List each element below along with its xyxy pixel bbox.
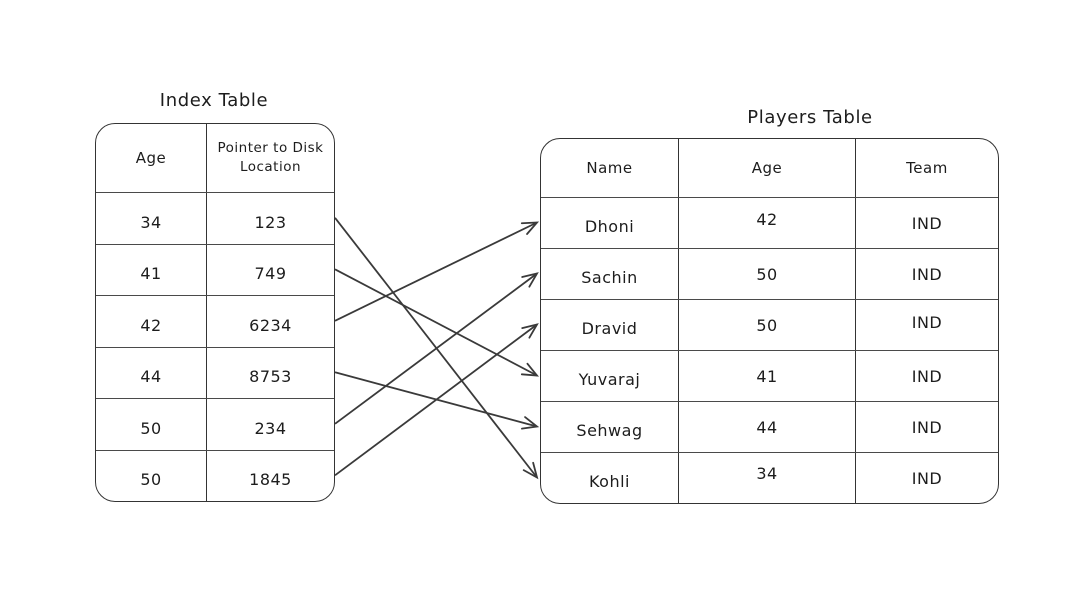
players-table-row: Kohli 34 IND [541, 452, 998, 503]
players-table-row: Yuvaraj 41 IND [541, 350, 998, 401]
players-table-row: Dhoni 42 IND [541, 197, 998, 248]
player-age-cell: 42 [678, 198, 855, 248]
player-team-cell: IND [855, 402, 998, 452]
player-team-cell: IND [855, 249, 998, 299]
index-table-row: 41 749 [96, 243, 334, 295]
players-table-row: Sehwag 44 IND [541, 401, 998, 452]
pointer-arrow [334, 221, 540, 322]
index-pointer-cell: 234 [206, 399, 334, 450]
index-age-cell: 42 [140, 315, 162, 335]
player-name-cell: Sachin [581, 267, 638, 287]
player-name-cell: Dravid [581, 318, 638, 338]
players-column-header-name: Name [586, 159, 633, 177]
index-pointer-cell: 1845 [206, 450, 334, 501]
pointer-arrow [334, 272, 539, 425]
players-table-header: Name Age Team [541, 139, 998, 197]
player-age-cell: 50 [678, 300, 855, 350]
player-team-cell: IND [855, 351, 998, 401]
index-table-row: 42 6234 [96, 295, 334, 347]
player-name-cell: Sehwag [576, 420, 643, 440]
index-pointer-cell: 6234 [206, 296, 334, 347]
index-age-cell: 41 [140, 264, 162, 284]
players-table-row: Dravid 50 IND [541, 299, 998, 350]
index-table-row: 44 8753 [96, 346, 334, 398]
index-column-header-age: Age [135, 149, 167, 167]
pointer-arrow [334, 268, 540, 377]
pointer-arrow [334, 371, 540, 430]
player-team-cell: IND [855, 198, 998, 248]
index-table-row: 50 1845 [96, 449, 334, 501]
index-age-cell: 50 [140, 418, 162, 438]
index-age-cell: 44 [140, 367, 162, 387]
players-column-header-age: Age [678, 139, 855, 197]
pointer-arrow [334, 323, 539, 477]
players-table-title: Players Table [747, 107, 873, 128]
index-table-row: 34 123 [96, 192, 334, 244]
index-table: Age Pointer to Disk Location 34 123 41 7… [95, 123, 335, 502]
index-column-header-pointer: Pointer to Disk Location [206, 124, 334, 192]
index-table-header: Age Pointer to Disk Location [96, 124, 334, 192]
index-pointer-cell: 749 [206, 244, 334, 295]
index-age-cell: 50 [140, 470, 162, 490]
index-age-cell: 34 [140, 212, 162, 232]
player-name-cell: Yuvaraj [578, 369, 641, 389]
player-age-cell: 41 [678, 351, 855, 401]
player-team-cell: IND [855, 300, 998, 350]
index-pointer-cell: 123 [206, 193, 334, 244]
players-table: Name Age Team Dhoni 42 IND Sachin 50 IND… [540, 138, 999, 504]
player-name-cell: Dhoni [584, 216, 635, 236]
index-table-row: 50 234 [96, 398, 334, 450]
index-table-title: Index Table [159, 90, 269, 111]
players-column-header-team: Team [855, 139, 998, 197]
player-age-cell: 44 [678, 402, 855, 452]
pointer-arrow [334, 217, 539, 480]
player-name-cell: Kohli [588, 471, 630, 491]
player-age-cell: 50 [678, 249, 855, 299]
players-table-row: Sachin 50 IND [541, 248, 998, 299]
player-team-cell: IND [855, 453, 998, 503]
index-pointer-cell: 8753 [206, 347, 334, 398]
player-age-cell: 34 [678, 453, 855, 503]
